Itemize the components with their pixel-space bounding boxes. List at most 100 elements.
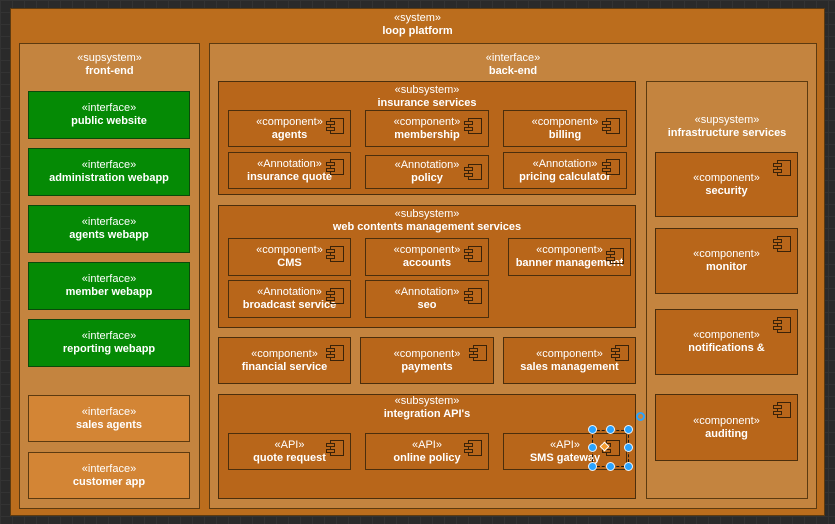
api-stereotype: «API» (274, 438, 305, 451)
component-stereotype: «component» (393, 347, 461, 360)
component-icon (326, 440, 344, 456)
interface-label: public website (71, 115, 147, 127)
component-financial-service[interactable]: «component»financial service (218, 337, 351, 384)
component-icon (464, 118, 482, 134)
annotation-stereotype: «Annotation» (257, 286, 322, 298)
interface-agents-webapp[interactable]: «interface»agents webapp (28, 205, 190, 253)
system-header: «system» loop platform (11, 12, 824, 38)
api-online-policy[interactable]: «API»online policy (365, 433, 489, 470)
component-icon (326, 288, 344, 304)
insurance-name: insurance services (377, 97, 477, 109)
annotation-broadcast-service[interactable]: «Annotation»broadcast service (228, 280, 351, 318)
component-label: sales management (520, 360, 619, 373)
annotation-seo[interactable]: «Annotation»seo (365, 280, 489, 318)
interface-administration-webapp[interactable]: «interface»administration webapp (28, 148, 190, 196)
component-icon (602, 159, 620, 175)
resize-handle-nw[interactable] (588, 425, 597, 434)
interface-label: member webapp (65, 286, 153, 298)
webcontents-name: web contents management services (332, 221, 522, 233)
annotation-policy[interactable]: «Annotation»policy (365, 155, 489, 189)
component-label: notifications & (688, 342, 765, 354)
system-name: loop platform (382, 25, 453, 37)
component-label: banner management (515, 257, 624, 269)
integration-header: «subsystem» integration API's (219, 395, 635, 421)
component-icon (326, 246, 344, 262)
resize-handle-w[interactable] (588, 443, 597, 452)
interface-stereotype: «interface» (81, 159, 137, 171)
resize-handle-se[interactable] (624, 462, 633, 471)
component-payments[interactable]: «component»payments (360, 337, 494, 384)
api-stereotype: «API» (550, 438, 580, 451)
annotation-pricing-calculator[interactable]: «Annotation»pricing calculator (503, 152, 627, 189)
frontend-header: «supsystem» front-end (20, 52, 199, 78)
api-label: SMS gateway (529, 451, 601, 464)
component-accounts[interactable]: «component»accounts (365, 238, 489, 276)
component-banner-management[interactable]: «component»banner management (508, 238, 631, 276)
component-stereotype: «component» (536, 347, 603, 360)
webcontents-stereotype: «subsystem» (394, 208, 460, 220)
interface-member-webapp[interactable]: «interface»member webapp (28, 262, 190, 310)
backend-stereotype: «interface» (485, 52, 541, 64)
annotation-stereotype: «Annotation» (394, 159, 460, 171)
resize-handle-sw[interactable] (588, 462, 597, 471)
component-icon (464, 440, 482, 456)
component-notifications[interactable]: «component»notifications & (655, 309, 798, 375)
component-label: security (705, 184, 748, 197)
resize-handle-e[interactable] (624, 443, 633, 452)
component-agents[interactable]: «component»agents (228, 110, 351, 147)
interface-customer-app[interactable]: «interface»customer app (28, 452, 190, 499)
component-auditing[interactable]: «component»auditing (655, 394, 798, 461)
integration-name: integration API's (383, 408, 471, 420)
infrastructure-stereotype: «supsystem» (694, 114, 760, 126)
rotate-handle-icon[interactable] (636, 412, 645, 421)
interface-stereotype: «interface» (81, 273, 137, 285)
api-quote-request[interactable]: «API»quote request (228, 433, 351, 470)
interface-stereotype: «interface» (81, 405, 137, 418)
interface-public-website[interactable]: «interface»public website (28, 91, 190, 139)
backend-name: back-end (488, 65, 538, 77)
component-membership[interactable]: «component»membership (365, 110, 489, 147)
infrastructure-header: «supsystem» infrastructure services (647, 114, 807, 140)
interface-label: customer app (72, 475, 146, 488)
component-label: payments (401, 360, 453, 373)
component-label: billing (548, 128, 582, 141)
interface-label: administration webapp (49, 172, 169, 184)
component-icon (773, 402, 791, 418)
component-stereotype: «component» (531, 115, 599, 128)
component-icon (326, 159, 344, 175)
component-security[interactable]: «component»security (655, 152, 798, 217)
frontend-stereotype: «supsystem» (77, 52, 142, 64)
annotation-insurance-quote[interactable]: «Annotation»insurance quote (228, 152, 351, 189)
component-sales-management[interactable]: «component»sales management (503, 337, 636, 384)
component-icon (326, 118, 344, 134)
interface-reporting-webapp[interactable]: «interface»reporting webapp (28, 319, 190, 367)
annotation-label: broadcast service (242, 299, 337, 311)
component-stereotype: «component» (693, 248, 760, 260)
component-stereotype: «component» (251, 347, 318, 360)
interface-label: reporting webapp (62, 343, 156, 355)
component-label: financial service (241, 360, 328, 373)
component-icon (606, 248, 624, 264)
api-label: online policy (393, 451, 461, 464)
component-icon (464, 164, 482, 180)
component-stereotype: «component» (693, 329, 760, 341)
backend-header: «interface» back-end (210, 52, 816, 78)
resize-handle-s[interactable] (606, 462, 615, 471)
component-label: CMS (277, 257, 302, 269)
component-monitor[interactable]: «component»monitor (655, 228, 798, 294)
resize-handle-ne[interactable] (624, 425, 633, 434)
component-cms[interactable]: «component»CMS (228, 238, 351, 276)
api-label: quote request (253, 451, 326, 464)
api-stereotype: «API» (412, 438, 442, 451)
component-label: monitor (706, 261, 747, 273)
component-icon (611, 345, 629, 361)
interface-sales-agents[interactable]: «interface»sales agents (28, 395, 190, 442)
component-billing[interactable]: «component»billing (503, 110, 627, 147)
component-icon (326, 345, 344, 361)
resize-handle-n[interactable] (606, 425, 615, 434)
component-stereotype: «component» (256, 244, 323, 256)
interface-stereotype: «interface» (81, 330, 137, 342)
annotation-label: insurance quote (247, 170, 332, 183)
insurance-header: «subsystem» insurance services (219, 84, 635, 110)
annotation-label: policy (411, 172, 443, 184)
